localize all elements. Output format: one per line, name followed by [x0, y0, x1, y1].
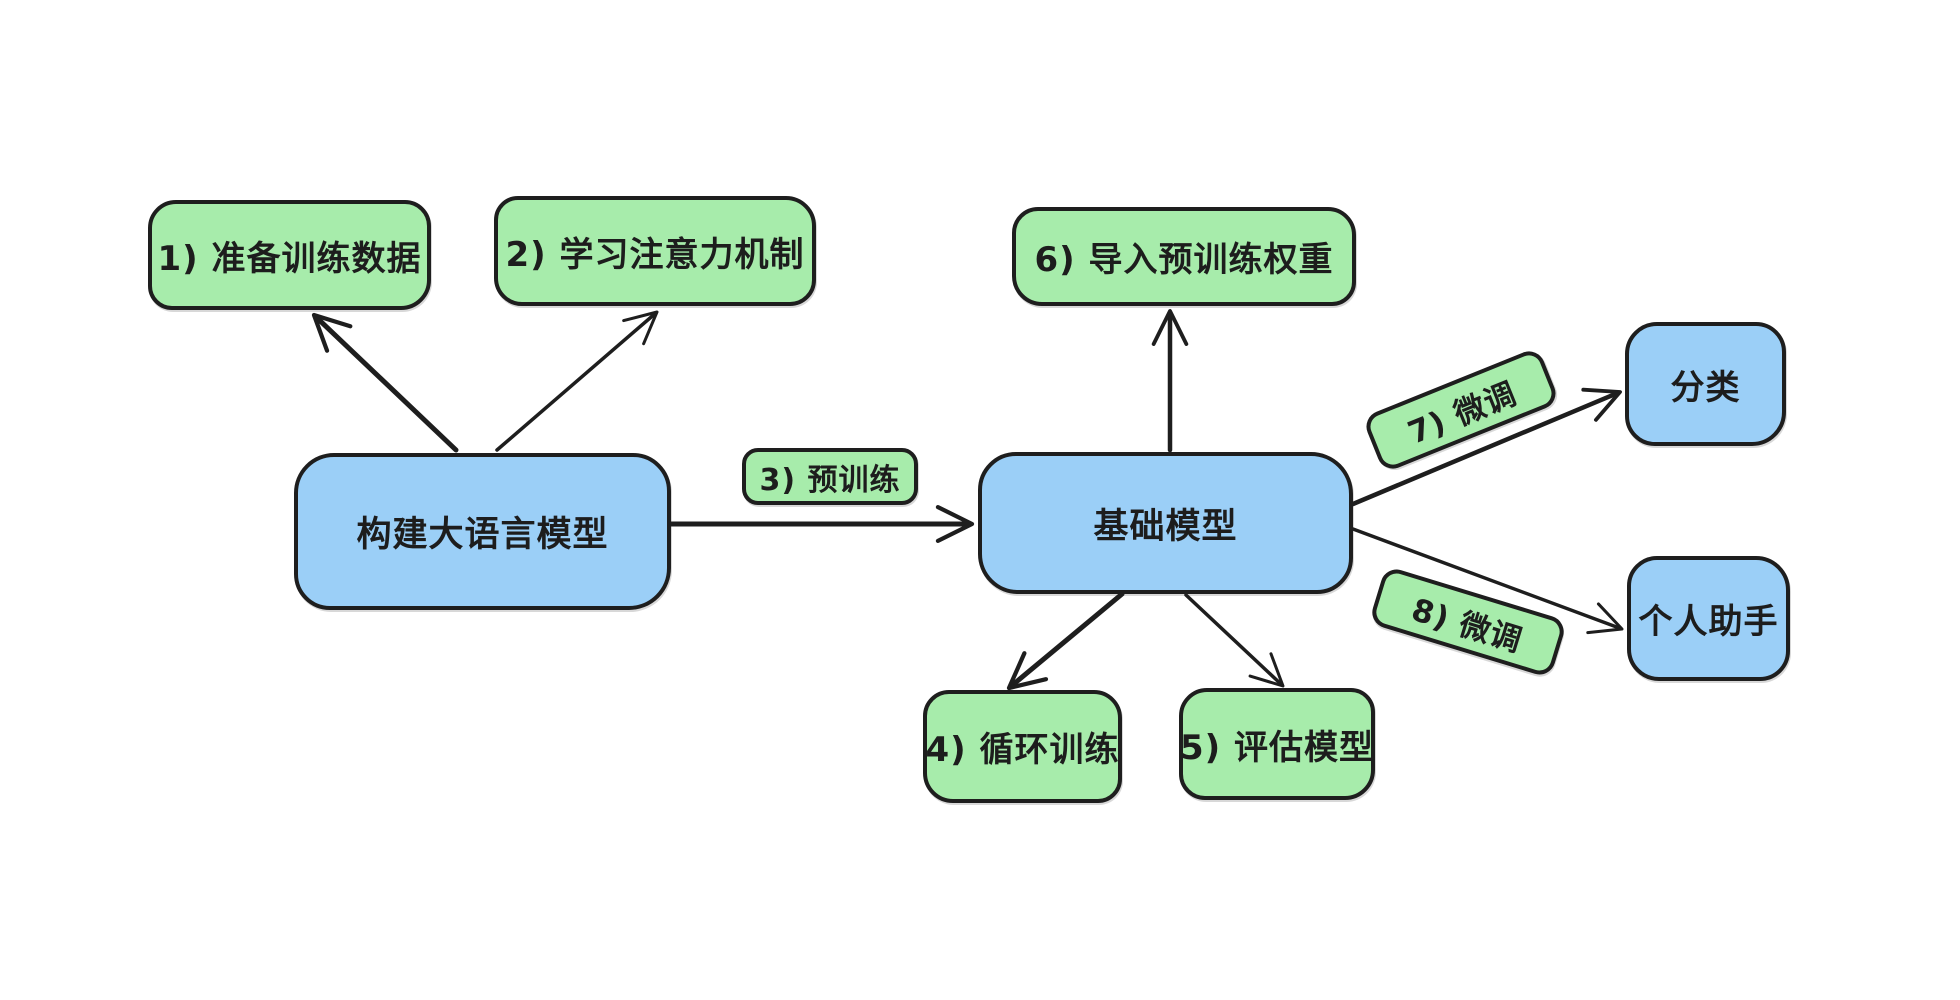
- arrow-base-model-to-classification[interactable]: [1350, 387, 1622, 507]
- node-label: 3) 预训练: [759, 462, 901, 498]
- node-label: 分类: [1670, 367, 1741, 408]
- arrow-base-model-to-personal-assistant[interactable]: [1351, 527, 1624, 635]
- node-label: 基础模型: [1093, 506, 1238, 547]
- node-classification[interactable]: 分类: [1625, 322, 1786, 446]
- arrow-build-llm-to-step1[interactable]: [311, 312, 459, 453]
- arrow-build-llm-to-step2[interactable]: [495, 310, 659, 452]
- node-learn-attention-mechanism[interactable]: 2) 学习注意力机制: [494, 196, 816, 306]
- node-evaluate-model[interactable]: 5) 评估模型: [1179, 688, 1375, 800]
- arrow-base-model-to-step6[interactable]: [1151, 309, 1189, 453]
- node-label: 2) 学习注意力机制: [505, 234, 805, 275]
- node-training-loop[interactable]: 4) 循环训练: [923, 690, 1122, 803]
- node-label: 1) 准备训练数据: [157, 238, 422, 279]
- node-label: 个人助手: [1638, 602, 1779, 642]
- node-base-model[interactable]: 基础模型: [978, 452, 1353, 594]
- arrow-build-llm-to-base-model[interactable]: [668, 505, 975, 543]
- arrow-base-model-to-step4[interactable]: [1006, 591, 1125, 691]
- arrow-base-model-to-step5[interactable]: [1184, 593, 1285, 688]
- node-build-llm[interactable]: 构建大语言模型: [294, 453, 671, 610]
- node-label: 5) 评估模型: [1179, 727, 1375, 768]
- node-label: 6) 导入预训练权重: [1034, 240, 1334, 280]
- node-load-pretrained-weights[interactable]: 6) 导入预训练权重: [1012, 207, 1356, 306]
- node-label: 4) 循环训练: [925, 730, 1120, 770]
- node-personal-assistant[interactable]: 个人助手: [1627, 556, 1790, 681]
- node-label: 构建大语言模型: [356, 515, 609, 555]
- edge-label-pretraining[interactable]: 3) 预训练: [742, 448, 918, 505]
- node-prepare-training-data[interactable]: 1) 准备训练数据: [148, 200, 431, 310]
